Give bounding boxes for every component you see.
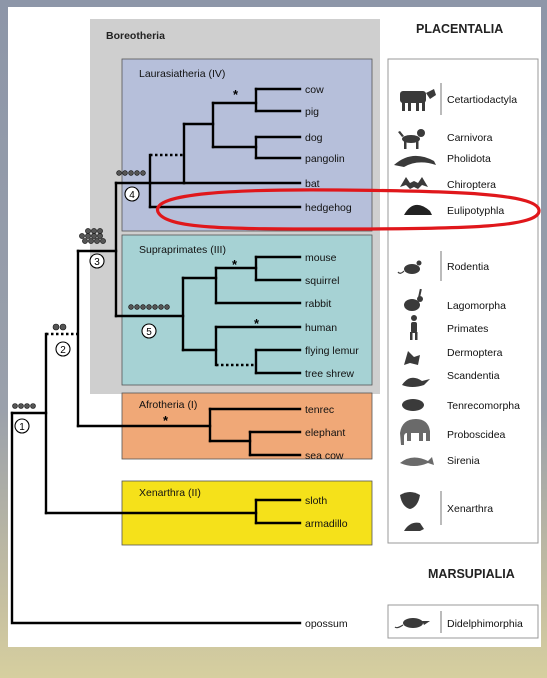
taxon-opossum: opossum — [305, 618, 348, 630]
opossum-silhouette-icon — [394, 618, 430, 629]
flying-lemur-silhouette-icon — [404, 351, 420, 365]
node-5-label: 5 — [146, 327, 152, 338]
taxon-flying-lemur: flying lemur — [305, 345, 359, 357]
asterisk-afrotheria: * — [163, 413, 169, 428]
laurasiatheria-label: Laurasiatheria (IV) — [139, 68, 225, 80]
placentalia-label: PLACENTALIA — [416, 22, 503, 36]
uncertain-branches — [46, 153, 256, 367]
order-eulipotyphla: Eulipotyphla — [447, 205, 504, 217]
asterisk-cow-pig: * — [233, 87, 239, 102]
taxon-armadillo: armadillo — [305, 518, 348, 530]
pangolin-silhouette-icon — [394, 155, 436, 167]
order-proboscidea: Proboscidea — [447, 429, 506, 441]
taxon-labels: cow pig dog pangolin bat hedgehog mouse … — [305, 84, 359, 630]
order-pholidota: Pholidota — [447, 153, 491, 165]
armadillo-silhouette-icon — [404, 522, 424, 531]
boreotheria-label: Boreotheria — [106, 30, 165, 42]
node-3-label: 3 — [94, 257, 100, 268]
asterisk-human: * — [254, 316, 260, 331]
tenrec-silhouette-icon — [402, 399, 424, 411]
taxon-sloth: sloth — [305, 495, 327, 507]
taxon-sea-cow: sea cow — [305, 450, 344, 462]
sea-cow-silhouette-icon — [400, 457, 434, 466]
taxon-elephant: elephant — [305, 427, 345, 439]
cow-silhouette-icon — [400, 89, 436, 111]
node-1-label: 1 — [19, 422, 25, 433]
animal-icons — [394, 89, 436, 629]
phylogeny-diagram: Boreotheria PLACENTALIA MARSUPIALIA Laur… — [10, 19, 541, 639]
sloth-silhouette-icon — [400, 492, 420, 509]
rabbit-silhouette-icon — [404, 288, 423, 311]
taxon-rabbit: rabbit — [305, 298, 331, 310]
taxon-pig: pig — [305, 106, 319, 118]
order-didelphimorphia: Didelphimorphia — [447, 618, 523, 630]
order-rodentia: Rodentia — [447, 261, 489, 273]
order-tenrecomorpha: Tenrecomorpha — [447, 400, 520, 412]
elephant-silhouette-icon — [400, 419, 430, 445]
mouse-silhouette-icon — [397, 260, 422, 274]
taxon-squirrel: squirrel — [305, 275, 339, 287]
taxon-human: human — [305, 322, 337, 334]
taxon-tree-shrew: tree shrew — [305, 368, 354, 380]
order-xenarthra: Xenarthra — [447, 503, 493, 515]
supraprimates-label: Supraprimates (III) — [139, 244, 226, 256]
order-chiroptera: Chiroptera — [447, 179, 496, 191]
afrotheria-label: Afrotheria (I) — [139, 399, 197, 411]
taxon-mouse: mouse — [305, 252, 337, 264]
order-primates: Primates — [447, 323, 488, 335]
supraprimates-box — [121, 234, 373, 386]
tree-branches — [10, 87, 302, 625]
order-labels: Cetartiodactyla Carnivora Pholidota Chir… — [447, 94, 523, 630]
asterisk-mouse-squirrel: * — [232, 257, 238, 272]
signature-dots — [12, 170, 170, 409]
dog-silhouette-icon — [398, 129, 425, 149]
taxon-tenrec: tenrec — [305, 404, 334, 416]
hedgehog-silhouette-icon — [404, 204, 432, 215]
taxon-hedgehog: hedgehog — [305, 202, 352, 214]
order-lagomorpha: Lagomorpha — [447, 300, 506, 312]
hedgehog-highlight-ellipse — [156, 188, 541, 231]
order-cetartiodactyla: Cetartiodactyla — [447, 94, 517, 106]
marsupialia-label: MARSUPIALIA — [428, 567, 515, 581]
bat-silhouette-icon — [400, 177, 428, 189]
node-markers: 1 2 3 4 5 — [14, 186, 157, 434]
taxon-dog: dog — [305, 132, 323, 144]
taxon-pangolin: pangolin — [305, 153, 345, 165]
node-2-label: 2 — [60, 345, 66, 356]
node-4-label: 4 — [129, 190, 135, 201]
order-scandentia: Scandentia — [447, 370, 500, 382]
order-sirenia: Sirenia — [447, 455, 480, 467]
order-carnivora: Carnivora — [447, 132, 493, 144]
tree-shrew-silhouette-icon — [402, 377, 430, 387]
human-silhouette-icon — [410, 315, 418, 340]
order-dermoptera: Dermoptera — [447, 347, 503, 359]
taxon-bat: bat — [305, 178, 320, 190]
diagram-panel: Boreotheria PLACENTALIA MARSUPIALIA Laur… — [8, 7, 541, 647]
xenarthra-label: Xenarthra (II) — [139, 487, 201, 499]
taxon-cow: cow — [305, 84, 324, 96]
